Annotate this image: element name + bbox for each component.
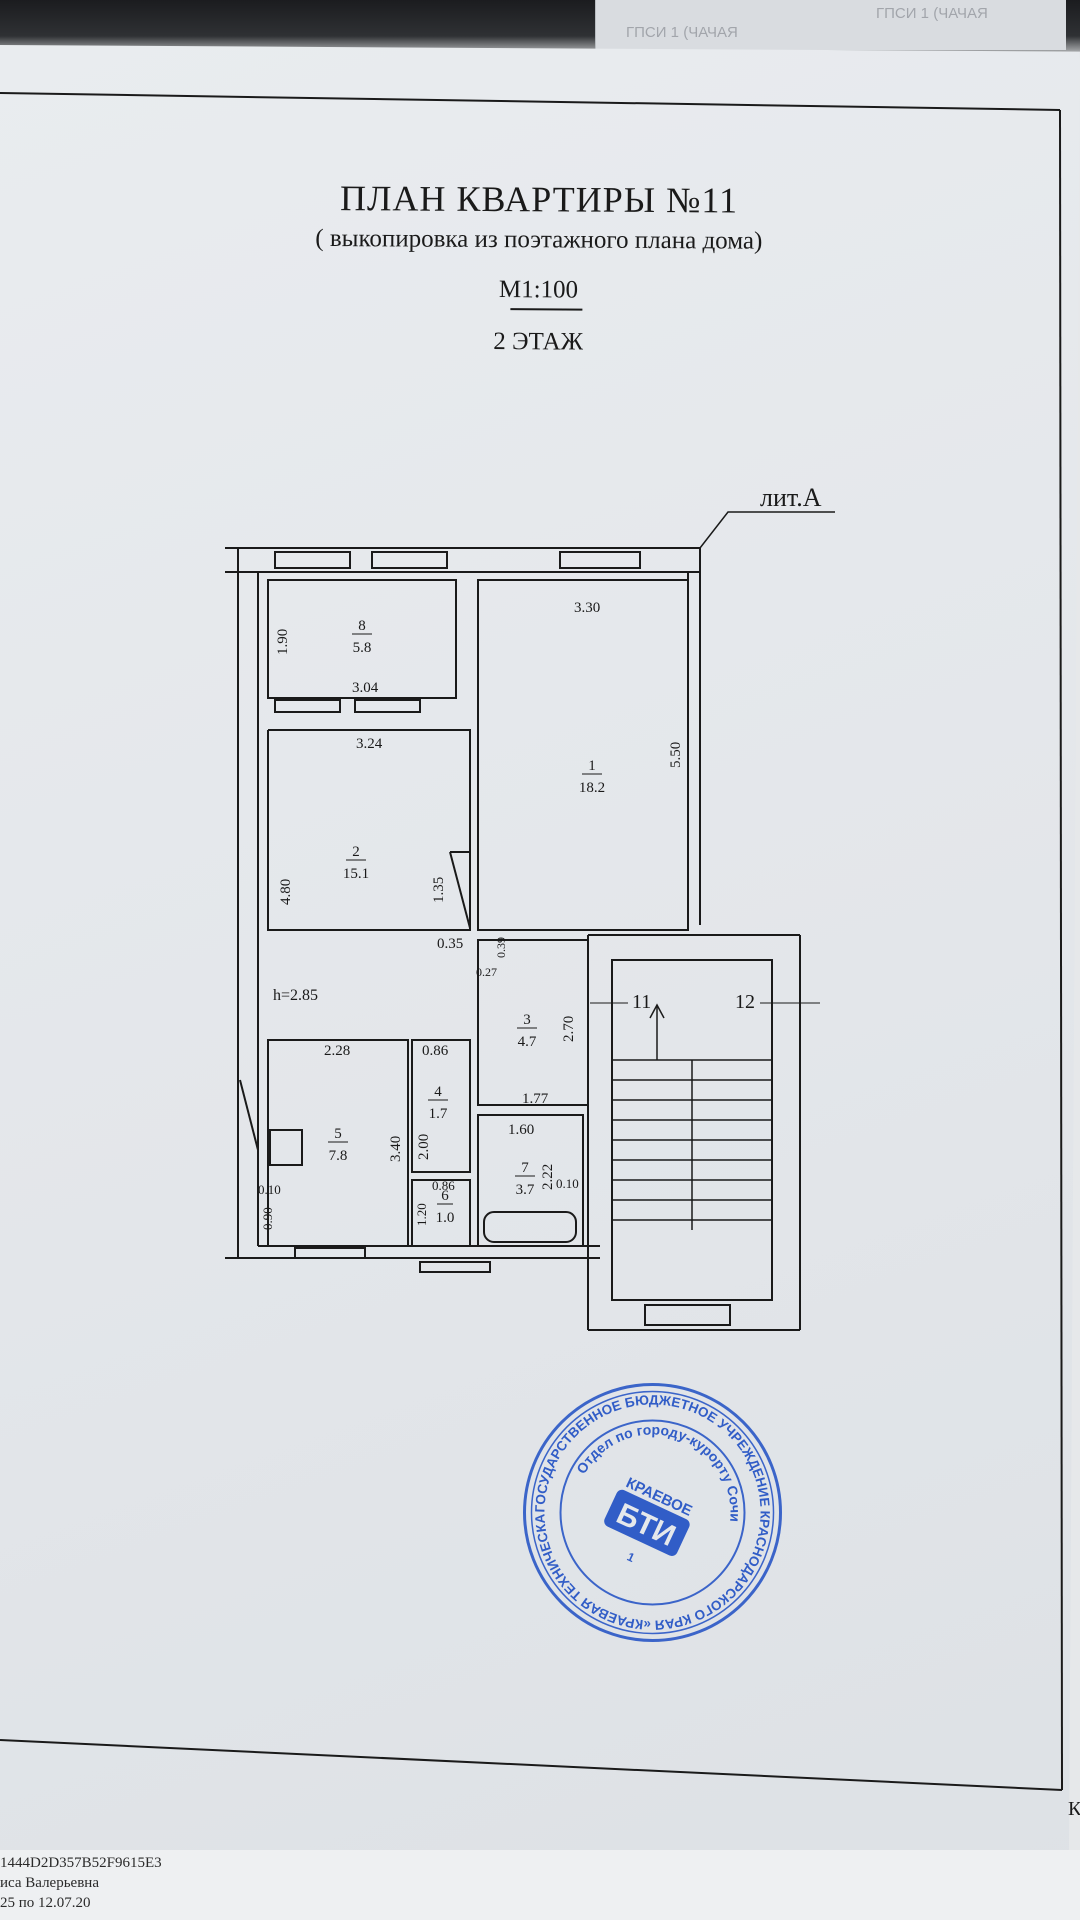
room-2-area: 15.1 [343,866,369,882]
room4-outline [411,1039,471,1173]
dim-0-39: 0.39 [494,937,508,958]
stamp-number: 1 [625,1550,637,1566]
dim-2-00: 2.00 [416,1134,432,1160]
cert-hash: 1444D2D357B52F9615E3 [0,1855,162,1871]
dim-2-70: 2.70 [561,1016,577,1042]
room-3-area: 4.7 [518,1034,537,1050]
kitchen-door-swing [239,1079,259,1151]
room8-outline [267,579,457,699]
dim-2-28: 2.28 [324,1043,350,1059]
room2-outline [267,729,471,931]
room-8-number: 8 [358,618,366,634]
stamp-second-ring [530,1390,775,1635]
dim-0-27: 0.27 [476,965,497,979]
dim-5-50: 5.50 [668,742,684,768]
dim-2-22: 2.22 [540,1164,556,1190]
room-3-number: 3 [523,1012,531,1028]
dim-0-10a: 0.10 [258,1182,281,1197]
bottom-signature-strip: 1444D2D357B52F9615E3 иса Валерьевна 25 п… [0,1850,1080,1920]
dim-3-04: 3.04 [352,680,379,696]
top-label-text-2: ГПСИ 1 (ЧАЧАЯ [626,24,738,41]
top-attached-label: ГПСИ 1 (ЧАЧАЯ ГПСИ 1 (ЧАЧАЯ [595,0,1066,50]
stair-treads [612,1003,772,1230]
bathtub [483,1211,577,1243]
room2-door-b [449,851,471,929]
dim-1-90: 1.90 [275,629,291,655]
window-bottom-b [419,1261,491,1273]
window-room8-b [371,551,448,569]
walls [225,547,801,1331]
room-4-number: 4 [434,1084,442,1100]
axis-labels: 11 12 [590,991,820,1013]
top-label-text-1: ГПСИ 1 (ЧАЧАЯ [876,5,988,22]
room-2-number: 2 [352,844,360,860]
room-labels: 8 5.8 1 18.2 2 15.1 3 4.7 4 1.7 5 7.8 6 … [328,618,605,1226]
stamp-outer-ring [523,1383,782,1642]
dim-0-90: 0.90 [260,1207,275,1230]
stamp-logo-box [604,1489,690,1556]
sheet-border-top [0,92,1061,111]
validity-date: 25 по 12.07.20 [0,1895,91,1911]
room6-outline [411,1179,471,1247]
edge-letter: К [1068,1798,1080,1820]
room-8-area: 5.8 [353,640,372,656]
dim-0-86b: 0.86 [432,1178,455,1193]
stove [269,1129,303,1166]
sheet-border-right [1059,109,1063,1791]
dim-3-24: 3.24 [356,736,383,752]
room-4-area: 1.7 [429,1106,448,1122]
litera-label: лит.А [760,483,822,512]
room-5-area: 7.8 [329,1148,348,1164]
ceiling-height: h=2.85 [273,987,318,1004]
axis-12: 12 [735,991,755,1013]
stamp-inner-ring [559,1419,746,1606]
dim-1-20: 1.20 [414,1203,429,1226]
axis-11: 11 [632,991,651,1013]
room-1-area: 18.2 [579,780,605,796]
room1-outline [477,579,689,931]
room-7-number: 7 [521,1160,529,1176]
dim-4-80: 4.80 [278,879,294,905]
room-7-area: 3.7 [516,1182,535,1198]
window-room2-a [274,699,341,713]
room-1-number: 1 [588,758,596,774]
room-6-number: 6 [441,1188,449,1204]
litera-leader [699,511,835,549]
dimension-labels: 3.30 5.50 1.90 3.04 3.24 4.80 1.35 0.35 … [258,600,684,1230]
dim-3-30: 3.30 [574,600,600,616]
window-room8-a [274,551,351,569]
room-6-area: 1.0 [436,1210,455,1226]
window-room2-b [354,699,421,713]
dim-0-35: 0.35 [437,936,463,952]
room5-outline [267,1039,409,1247]
stairwell-window [644,1304,731,1326]
dim-1-77: 1.77 [522,1091,549,1107]
window-room1 [559,551,641,569]
signer-name: иса Валерьевна [0,1875,99,1891]
dim-3-40: 3.40 [388,1136,404,1162]
dim-0-10b: 0.10 [556,1176,579,1191]
stairwell-outline [611,959,773,1301]
dim-1-35: 1.35 [431,877,447,903]
room7-outline [477,1114,584,1247]
room-5-number: 5 [334,1126,342,1142]
dim-1-60: 1.60 [508,1122,534,1138]
window-room5 [294,1247,366,1259]
official-stamp: ГОСУДАРСТВЕННОЕ БЮДЖЕТНОЕ УЧРЕЖДЕНИЕ КРА… [520,1380,782,1642]
sheet-border-bottom [0,1739,1063,1791]
dim-0-86a: 0.86 [422,1043,449,1059]
